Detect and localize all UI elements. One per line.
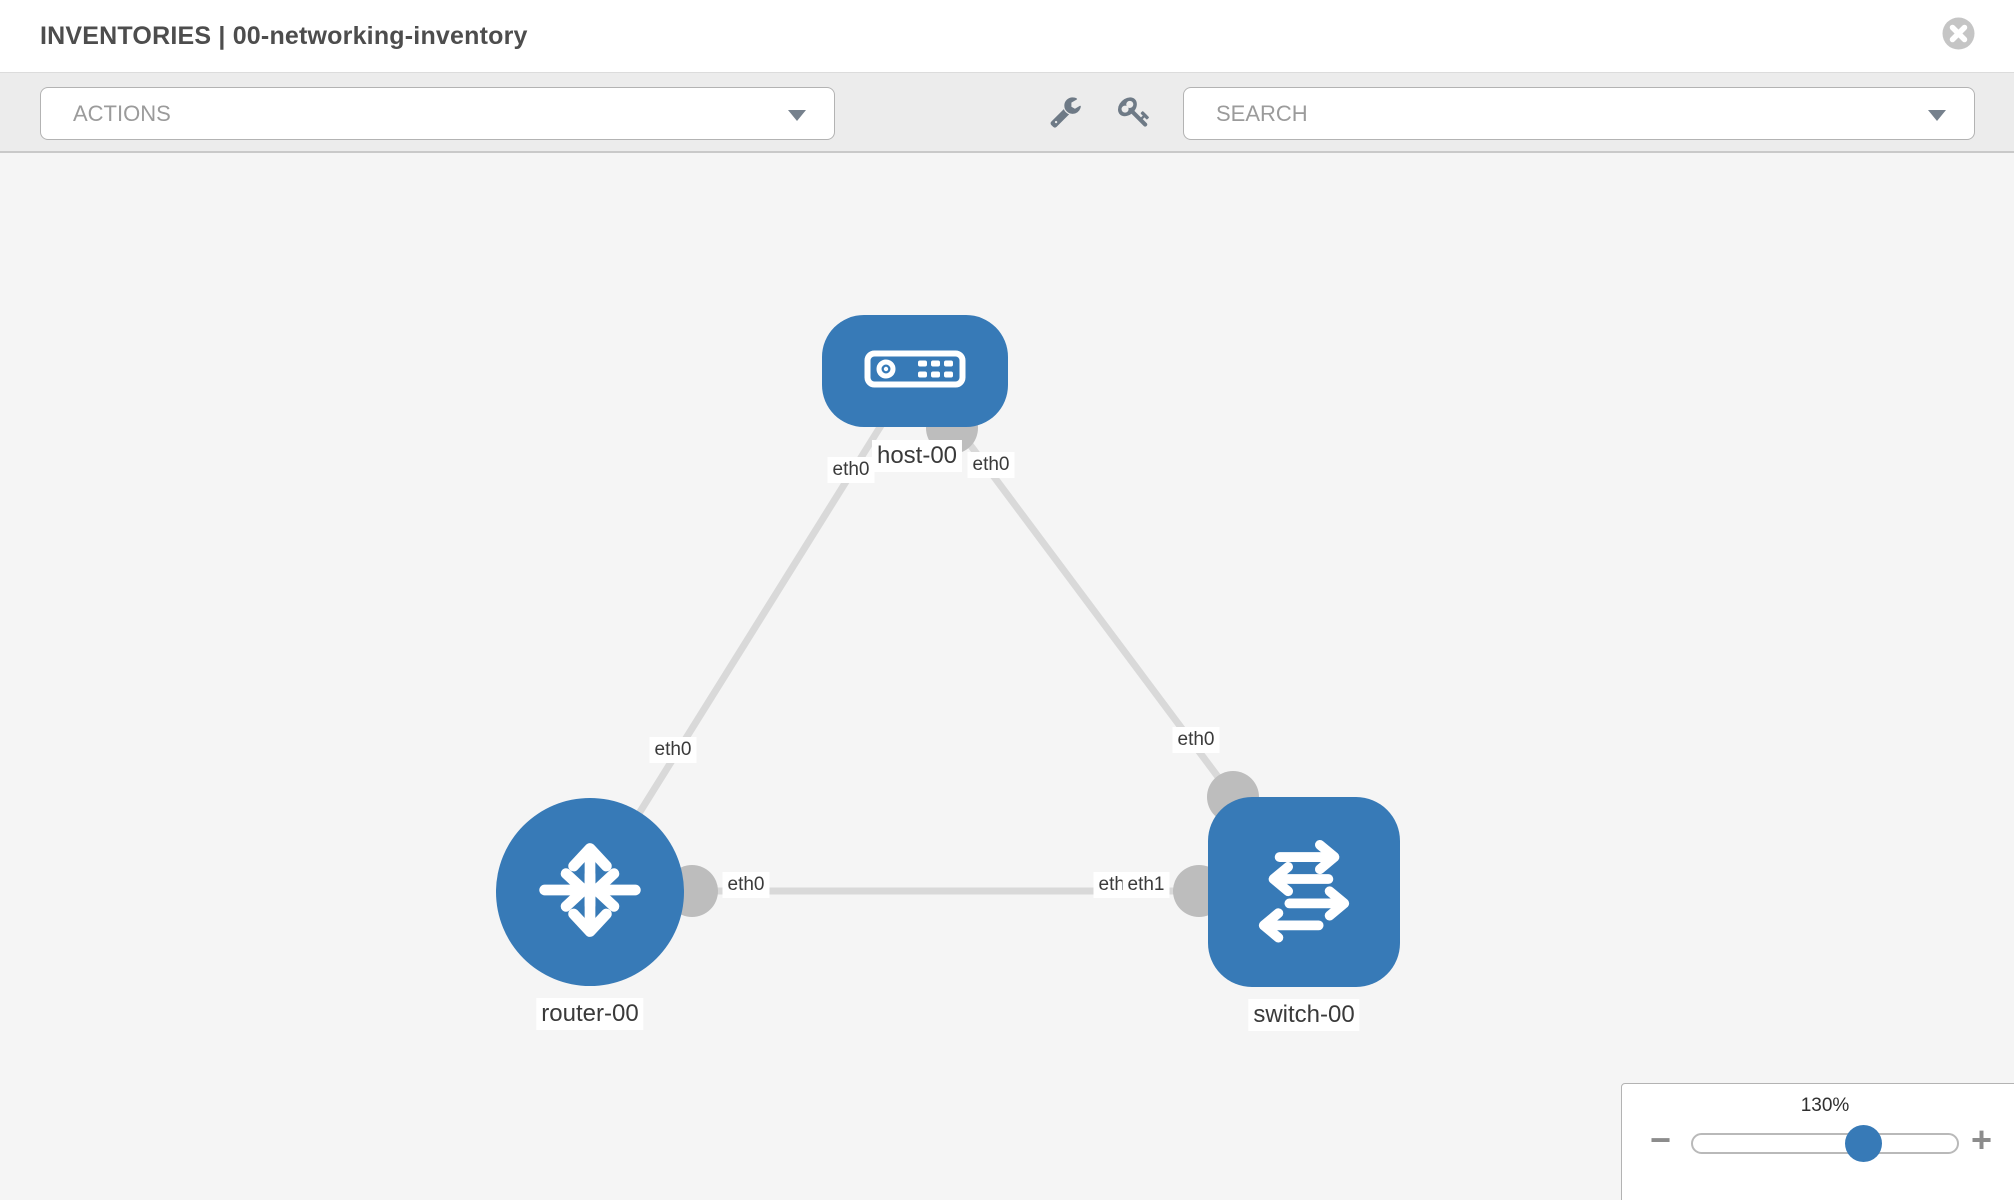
topology-canvas[interactable]: host-00 router-00 switch-00 eth0 eth0 et… (0, 153, 2014, 1200)
router-icon (527, 827, 653, 958)
interface-label-link-router: eth0 (722, 872, 770, 898)
actions-dropdown-label: ACTIONS (73, 101, 171, 126)
actions-dropdown[interactable]: ACTIONS (40, 87, 835, 140)
credentials-button[interactable] (1117, 95, 1151, 129)
search-dropdown[interactable]: SEARCH (1183, 87, 1975, 140)
close-icon (1942, 17, 1975, 53)
node-router-00[interactable] (496, 798, 684, 986)
node-host-00[interactable] (822, 315, 1008, 427)
page-header: INVENTORIES | 00-networking-inventory (0, 0, 2014, 73)
zoom-control-panel: 130% − + (1621, 1083, 2014, 1200)
toolbar: ACTIONS SEARCH (0, 73, 2014, 153)
zoom-level-label: 130% (1800, 1095, 1850, 1116)
configure-button[interactable] (1048, 95, 1082, 129)
interface-label-switch-top: eth0 (1172, 727, 1220, 753)
host-icon (864, 350, 966, 393)
wrench-icon (1049, 97, 1082, 131)
interface-label-switch-front: eth1 (1122, 872, 1170, 898)
zoom-out-button[interactable]: − (1650, 1119, 1672, 1160)
node-label-host: host-00 (871, 440, 963, 472)
page-title: INVENTORIES | 00-networking-inventory (40, 22, 528, 50)
switch-icon-node[interactable] (1208, 797, 1400, 987)
key-icon (1117, 97, 1151, 131)
chevron-down-icon (788, 110, 806, 121)
node-label-router: router-00 (536, 998, 644, 1030)
zoom-slider-track[interactable] (1691, 1133, 1959, 1154)
interface-label-host-right: eth0 (967, 452, 1015, 478)
interface-label-router-top: eth0 (649, 737, 697, 763)
interface-label-host-left: eth0 (827, 457, 875, 483)
close-button[interactable] (1942, 17, 1975, 50)
zoom-in-button[interactable]: + (1971, 1119, 1993, 1160)
topology-links-layer (587, 368, 1236, 895)
switch-icon (1243, 829, 1365, 956)
node-label-switch: switch-00 (1248, 999, 1360, 1031)
search-dropdown-label: SEARCH (1216, 101, 1308, 126)
zoom-slider-handle[interactable] (1845, 1125, 1882, 1162)
chevron-down-icon (1928, 110, 1946, 121)
